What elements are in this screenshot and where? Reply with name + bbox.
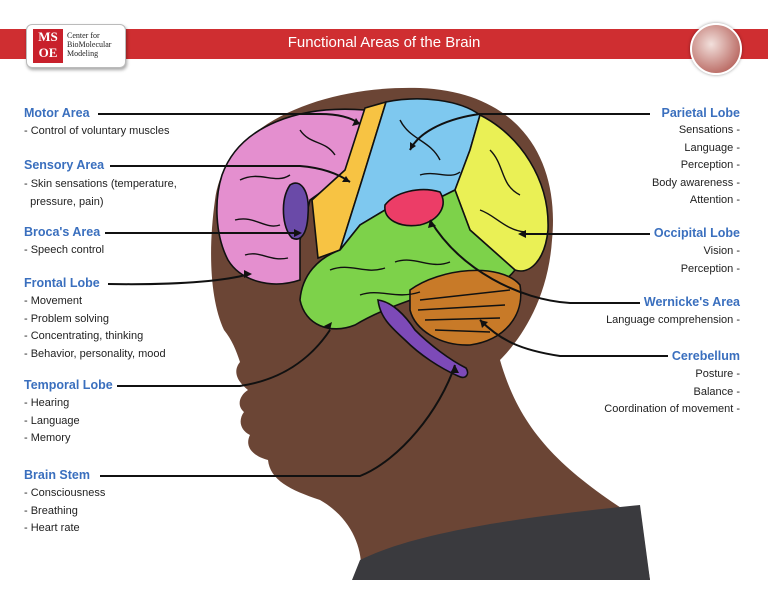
label-parietal-lobe: Parietal Lobe — [662, 106, 741, 120]
desc-brocas-area: - Speech control — [24, 242, 104, 260]
desc-motor-area: - Control of voluntary muscles — [24, 123, 170, 141]
label-wernickes-area: Wernicke's Area — [644, 295, 740, 309]
desc-cerebellum: Posture - Balance - Coordination of move… — [604, 366, 740, 419]
desc-frontal-lobe: - Movement - Problem solving - Concentra… — [24, 293, 166, 363]
label-occipital-lobe: Occipital Lobe — [654, 226, 740, 240]
desc-parietal-lobe: Sensations - Language - Perception - Bod… — [652, 122, 740, 210]
desc-occipital-lobe: Vision - Perception - — [681, 243, 740, 278]
desc-temporal-lobe: - Hearing - Language - Memory — [24, 395, 80, 448]
desc-brain-stem: - Consciousness - Breathing - Heart rate — [24, 485, 105, 538]
label-temporal-lobe: Temporal Lobe — [24, 378, 113, 392]
desc-wernickes-area: Language comprehension - — [606, 312, 740, 330]
desc-sensory-area: - Skin sensations (temperature, pressure… — [24, 176, 177, 211]
label-cerebellum: Cerebellum — [672, 349, 740, 363]
label-sensory-area: Sensory Area — [24, 158, 104, 172]
label-motor-area: Motor Area — [24, 106, 90, 120]
label-brain-stem: Brain Stem — [24, 468, 90, 482]
label-frontal-lobe: Frontal Lobe — [24, 276, 100, 290]
label-brocas-area: Broca's Area — [24, 225, 100, 239]
